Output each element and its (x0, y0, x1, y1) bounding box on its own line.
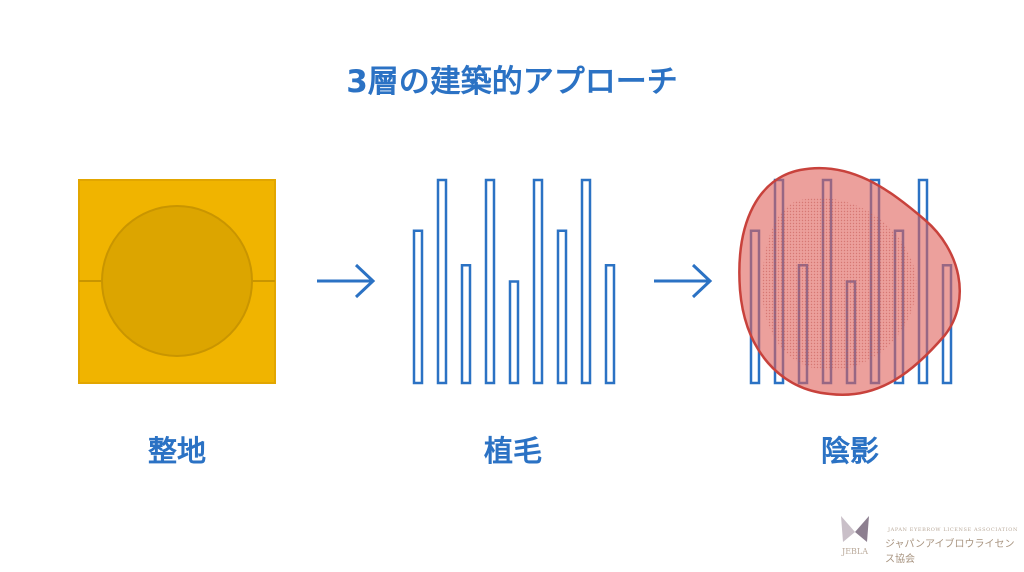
arrow-icon (654, 263, 713, 299)
hair-bar (484, 178, 496, 385)
hair-bar (580, 178, 592, 385)
shadow-blob (738, 166, 961, 397)
hair-bars (412, 178, 616, 385)
hair-bar (412, 229, 424, 385)
butterfly-logo-icon: JEBLA (841, 516, 869, 556)
hair-bar (508, 280, 520, 385)
hair-bar (604, 264, 616, 385)
logo-japanese-name: ジャパンアイブロウライセンス協会 (885, 539, 1015, 565)
svg-text:JEBLA: JEBLA (841, 547, 868, 556)
arrow-icon (317, 263, 376, 299)
step-label-hair: 植毛 (483, 434, 542, 468)
ground-circle (101, 205, 253, 357)
step-label-ground: 整地 (147, 434, 206, 468)
hair-bar (460, 264, 472, 385)
ground-panel (78, 179, 276, 384)
hair-bar (436, 178, 448, 385)
slide-title: 3層の建築的アプローチ (346, 64, 678, 100)
logo-english-name: JAPAN EYEBROW LICENSE ASSOCIATION (888, 527, 1018, 533)
step-label-shadow: 陰影 (820, 434, 879, 468)
hair-bar (556, 229, 568, 385)
hair-bar (532, 178, 544, 385)
